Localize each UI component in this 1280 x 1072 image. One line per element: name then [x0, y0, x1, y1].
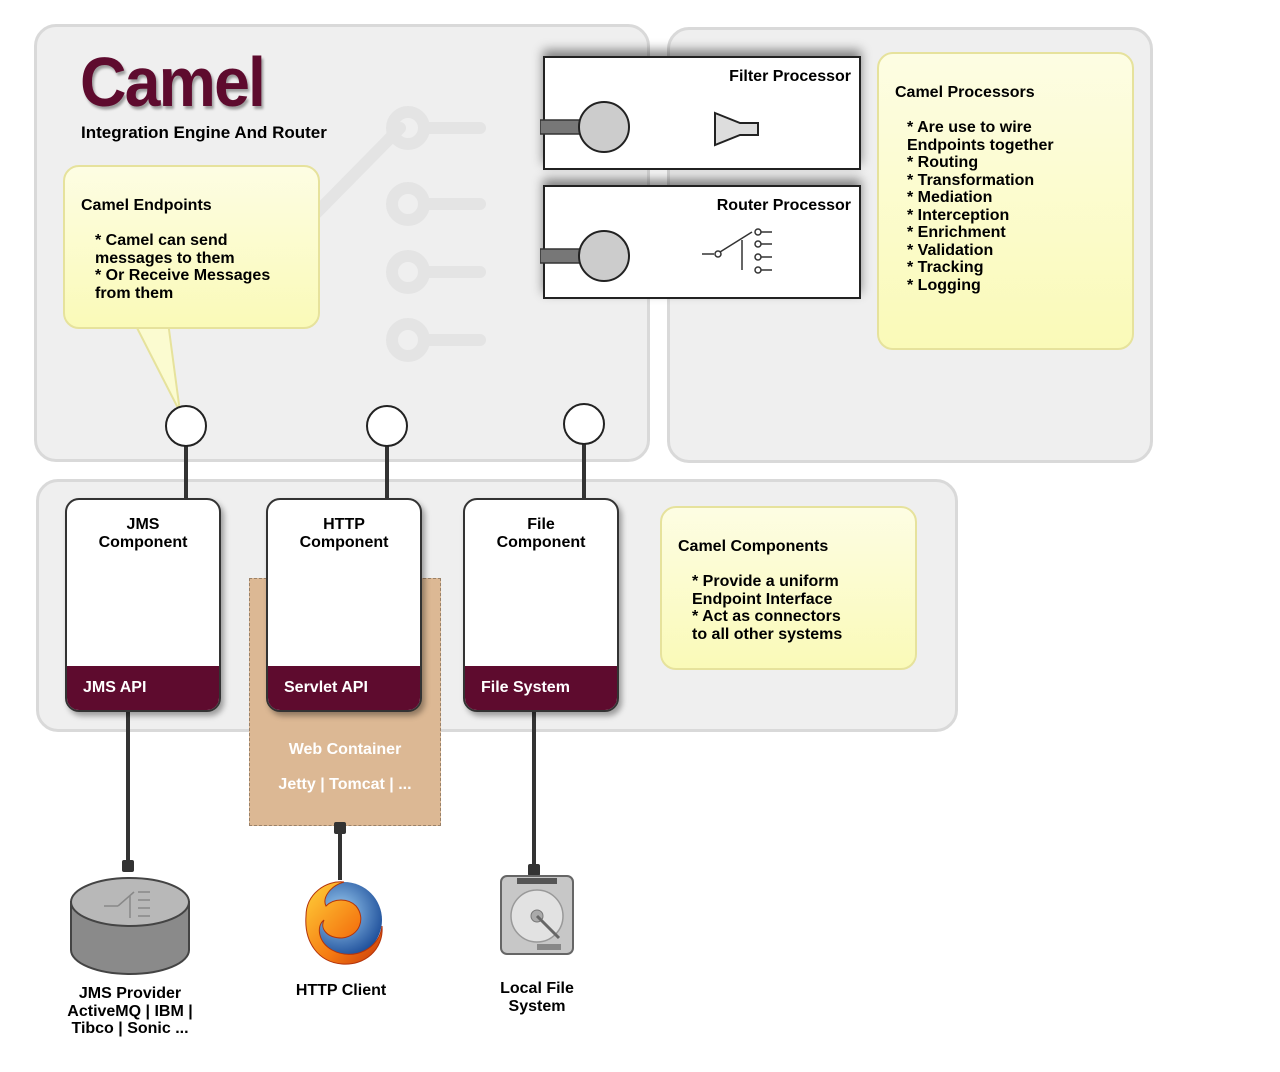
web-container-servers: Jetty | Tomcat | ... [278, 776, 412, 793]
http-client-label: HTTP Client [295, 982, 387, 999]
endpoint-circle-jms [165, 405, 207, 447]
endpoints-note: Camel Endpoints * Camel can send messages… [63, 165, 320, 329]
database-icon [70, 877, 190, 975]
file-system-label: File System [465, 666, 617, 710]
endpoint-circle-http [366, 405, 408, 447]
file-component-title: File Component [496, 516, 586, 551]
components-note: Camel Components * Provide a uniform Endp… [660, 506, 917, 670]
local-file-system-label: Local File System [500, 980, 574, 1015]
components-note-body: * Provide a uniform Endpoint Interface *… [692, 573, 843, 643]
jms-provider-label: JMS Provider ActiveMQ | IBM | Tibco | So… [67, 985, 193, 1037]
processors-note: Camel Processors * Are use to wire Endpoi… [877, 52, 1134, 350]
filter-funnel-icon [714, 111, 759, 147]
hard-drive-icon [500, 875, 574, 955]
camel-tagline: Integration Engine And Router [81, 123, 327, 142]
web-container-title: Web Container [288, 741, 402, 758]
jms-component-title: JMS Component [98, 516, 188, 551]
endpoints-note-title: Camel Endpoints [81, 196, 212, 214]
jms-component: JMS Component JMS API [65, 498, 221, 712]
router-processor-title: Router Processor [716, 197, 851, 214]
endpoint-circle-file [563, 403, 605, 445]
servlet-api-label: Servlet API [268, 666, 420, 710]
firefox-browser-icon [305, 881, 383, 965]
file-component: File Component File System [463, 498, 619, 712]
processors-note-body: * Are use to wire Endpoints together * R… [907, 119, 1054, 294]
camel-logo: Camel [80, 43, 266, 121]
router-processor-port [540, 230, 630, 282]
filter-processor-port [540, 101, 630, 153]
components-note-title: Camel Components [678, 537, 829, 555]
http-component-title: HTTP Component [299, 516, 389, 551]
processors-note-title: Camel Processors [895, 83, 1035, 101]
router-switch-icon [702, 228, 772, 274]
jms-api-label: JMS API [67, 666, 219, 710]
http-component: HTTP Component Servlet API [266, 498, 422, 712]
filter-processor-title: Filter Processor [729, 68, 851, 85]
endpoints-note-body: * Camel can send messages to them * Or R… [95, 232, 271, 302]
